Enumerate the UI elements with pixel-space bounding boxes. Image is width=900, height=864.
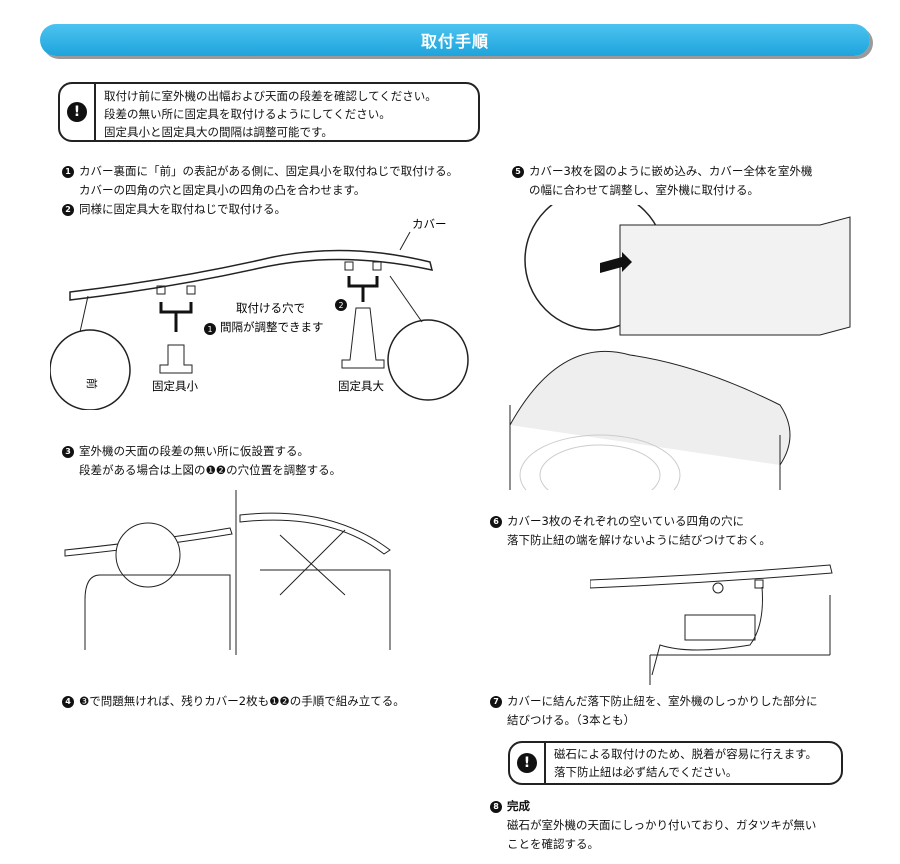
caution-note-2: ! 磁石による取付けのため、脱着が容易に行えます。 落下防止紐は必ず結んでくださ…	[508, 741, 843, 785]
exclamation-icon: !	[510, 743, 546, 783]
step-text: 室外機の天面の段差の無い所に仮設置する。	[79, 444, 309, 458]
note-line: 落下防止紐は必ず結んでください。	[554, 765, 738, 779]
fall-prevention-string-diagram	[590, 564, 833, 685]
step-number: 4	[62, 695, 74, 708]
section-header: 取付手順	[40, 24, 870, 56]
front-label: 前	[85, 378, 99, 389]
marker-2: 2	[338, 301, 343, 310]
step-text: カバーに結んだ落下防止紐を、室外機のしっかりした部分に	[507, 694, 818, 708]
cover-assembly-diagram	[509, 205, 851, 490]
step-number: 2	[62, 203, 74, 216]
temporary-placement-diagram	[64, 490, 391, 655]
step-text: カバー3枚を図のように嵌め込み、カバー全体を室外機	[529, 164, 813, 178]
step-text: ことを確認する。	[507, 837, 599, 851]
step-text: カバーの四角の穴と固定具小の四角の凸を合わせます。	[79, 183, 366, 197]
step-4: 4 ❸で問題無ければ、残りカバー2枚も❶❷の手順で組み立てる。	[62, 692, 502, 711]
step-text: ❸で問題無ければ、残りカバー2枚も❶❷の手順で組み立てる。	[79, 694, 405, 708]
step-text: 段差がある場合は上図の❶❷の穴位置を調整する。	[79, 463, 342, 477]
step-number: 8	[490, 800, 502, 813]
step-number: 1	[62, 165, 74, 178]
step-7: 7 カバーに結んだ落下防止紐を、室外機のしっかりした部分に 結びつける。（3本とも…	[490, 692, 880, 730]
step-1: 1 カバー裏面に「前」の表記がある側に、固定具小を取付ねじで取付ける。 カバーの四…	[62, 162, 502, 219]
step-number: 3	[62, 445, 74, 458]
step-text: の幅に合わせて調整し、室外機に取付ける。	[529, 183, 759, 197]
step-text: 磁石が室外機の天面にしっかり付いており、ガタツキが無い	[507, 818, 817, 832]
step-text: 同様に固定具大を取付ねじで取付ける。	[79, 202, 286, 216]
step-text: 落下防止紐の端を解けないように結びつけておく。	[507, 533, 771, 547]
large-fixture-label: 固定具大	[338, 379, 384, 393]
note-line: 固定具小と固定具大の間隔は調整可能です。	[104, 125, 333, 139]
marker-1: 1	[207, 325, 212, 334]
step-number: 6	[490, 515, 502, 528]
note-line: 取付け前に室外機の出幅および天面の段差を確認してください。	[104, 89, 437, 103]
step-text: 結びつける。（3本とも）	[507, 713, 636, 727]
step-number: 5	[512, 165, 524, 178]
step-text: カバー3枚のそれぞれの空いている四角の穴に	[507, 514, 744, 528]
exclamation-icon: !	[60, 84, 96, 140]
note-line: 段差の無い所に固定具を取付けるようにしてください。	[104, 107, 391, 121]
step-title: 完成	[507, 799, 530, 813]
step-3: 3 室外機の天面の段差の無い所に仮設置する。 段差がある場合は上図の❶❷の穴位置を…	[62, 442, 502, 480]
cover-label: カバー	[412, 217, 447, 231]
step-6: 6 カバー3枚のそれぞれの空いている四角の穴に 落下防止紐の端を解けないように結び…	[490, 512, 880, 550]
caution-note: ! 取付け前に室外機の出幅および天面の段差を確認してください。 段差の無い所に固…	[58, 82, 480, 142]
hole-label: 間隔が調整できます	[220, 320, 324, 334]
step-5: 5 カバー3枚を図のように嵌め込み、カバー全体を室外機 の幅に合わせて調整し、室外…	[512, 162, 892, 200]
step-text: カバー裏面に「前」の表記がある側に、固定具小を取付ねじで取付ける。	[79, 164, 459, 178]
note-line: 磁石による取付けのため、脱着が容易に行えます。	[554, 747, 818, 761]
fixture-diagram: 1 2 前 カバー 取付ける穴で 間隔が調整できます 固定具小 固定具大	[50, 217, 469, 410]
page-title: 取付手順	[420, 32, 489, 51]
small-fixture-label: 固定具小	[152, 379, 198, 393]
step-8: 8 完成 磁石が室外機の天面にしっかり付いており、ガタツキが無い ことを確認する。	[490, 797, 880, 854]
step-number: 7	[490, 695, 502, 708]
hole-label: 取付ける穴で	[236, 301, 305, 315]
